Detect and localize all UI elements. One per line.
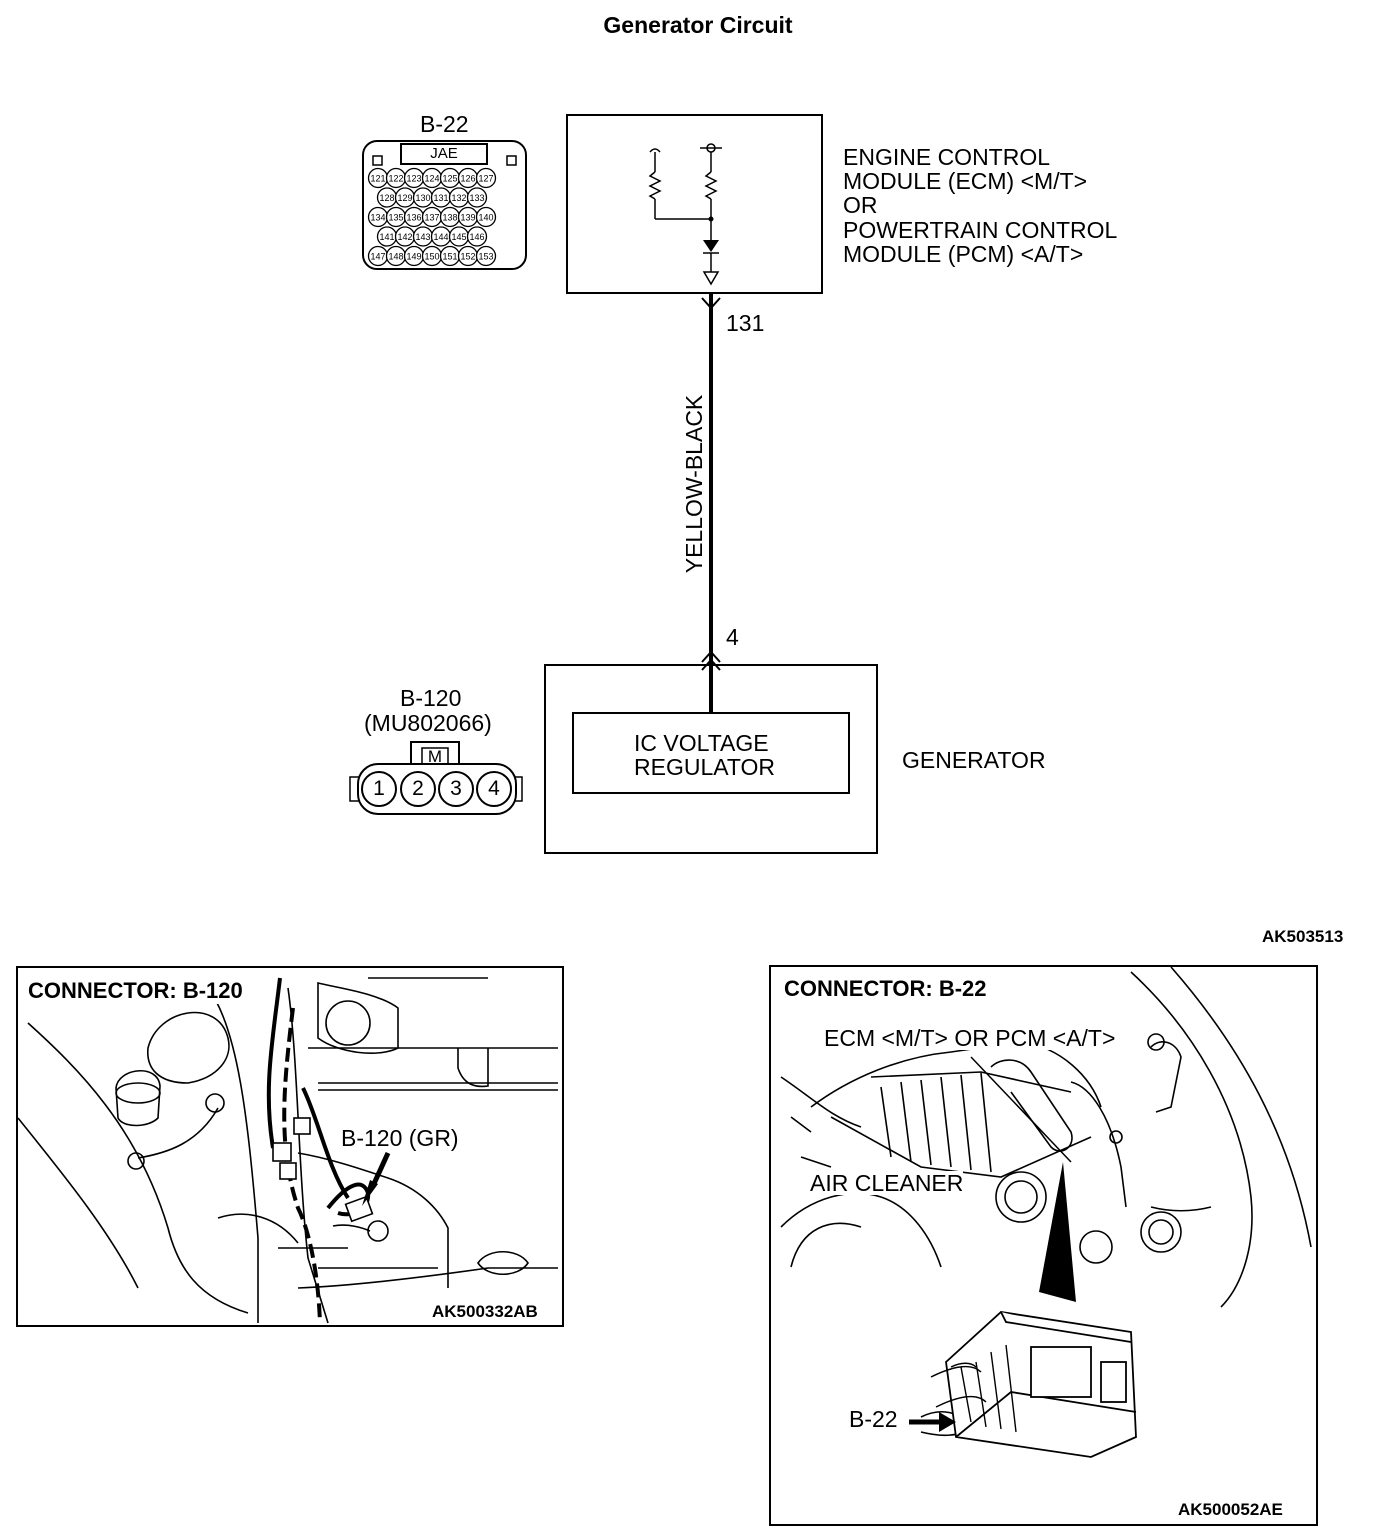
b22-callout: B-22 bbox=[849, 1406, 898, 1432]
regulator-label-line2: REGULATOR bbox=[634, 754, 776, 780]
b22-pin-label-146: 146 bbox=[469, 232, 484, 242]
b22-pin-label-123: 123 bbox=[406, 174, 421, 184]
ecm-label-line1: ENGINE CONTROL bbox=[843, 144, 1051, 170]
b22-pin-label-136: 136 bbox=[406, 213, 421, 223]
b22-pin-label-133: 133 bbox=[469, 193, 484, 203]
b22-pin-label-122: 122 bbox=[388, 174, 403, 184]
b22-pin-label-149: 149 bbox=[406, 252, 421, 262]
b22-pin-label-142: 142 bbox=[397, 232, 412, 242]
b22-pin-label-138: 138 bbox=[442, 213, 457, 223]
regulator-label-line1: IC VOLTAGE bbox=[634, 730, 769, 756]
b120-key-label: M bbox=[427, 747, 443, 766]
b22-pin-140 bbox=[475, 206, 497, 228]
b22-pin-label-147: 147 bbox=[370, 252, 385, 262]
b22-pin-label-144: 144 bbox=[433, 232, 448, 242]
b22-panel-title: CONNECTOR: B-22 bbox=[784, 976, 987, 1002]
ecm-box bbox=[566, 114, 823, 294]
ecm-label-line3: OR bbox=[843, 192, 878, 218]
b22-pin-label-143: 143 bbox=[415, 232, 430, 242]
generator-pin-number: 4 bbox=[726, 624, 739, 650]
b120-pin-4: 4 bbox=[488, 777, 500, 800]
b22-pin-label-126: 126 bbox=[460, 174, 475, 184]
ecm-pin-number: 131 bbox=[726, 310, 765, 336]
b22-pin-label-125: 125 bbox=[442, 174, 457, 184]
b120-callout: B-120 (GR) bbox=[341, 1125, 459, 1151]
b120-location-panel bbox=[16, 966, 564, 1327]
b22-pin-label-153: 153 bbox=[478, 252, 493, 262]
b22-panel-code: AK500052AE bbox=[1178, 1500, 1283, 1519]
b22-location-panel bbox=[769, 965, 1318, 1526]
b22-pin-label-152: 152 bbox=[460, 252, 475, 262]
b120-pin-1: 1 bbox=[373, 777, 385, 800]
ecm-label-line2: MODULE (ECM) <M/T> bbox=[843, 168, 1088, 194]
b22-pin-label-141: 141 bbox=[379, 232, 394, 242]
ecm-label-line4: POWERTRAIN CONTROL bbox=[843, 217, 1118, 243]
diagram-title: Generator Circuit bbox=[603, 12, 793, 38]
b22-pin-label-129: 129 bbox=[397, 193, 412, 203]
b22-pin-label-151: 151 bbox=[442, 252, 457, 262]
b120-part-number: (MU802066) bbox=[364, 710, 492, 736]
ecm-pcm-callout: ECM <M/T> OR PCM <A/T> bbox=[824, 1025, 1116, 1051]
b22-pin-127 bbox=[475, 167, 497, 189]
b22-pin-label-137: 137 bbox=[424, 213, 439, 223]
b22-connector-label: B-22 bbox=[420, 111, 469, 137]
b120-panel-code: AK500332AB bbox=[432, 1302, 538, 1321]
b22-pin-label-124: 124 bbox=[424, 174, 439, 184]
b22-pin-label-127: 127 bbox=[478, 174, 493, 184]
b22-pin-label-139: 139 bbox=[460, 213, 475, 223]
b22-pin-label-131: 131 bbox=[433, 193, 448, 203]
b22-pin-label-121: 121 bbox=[370, 174, 385, 184]
b22-pin-label-130: 130 bbox=[415, 193, 430, 203]
b120-connector-label: B-120 bbox=[400, 685, 462, 711]
b22-pin-label-128: 128 bbox=[379, 193, 394, 203]
b120-location-illustration bbox=[18, 977, 558, 1324]
b22-pin-146 bbox=[466, 226, 488, 247]
b22-pin-label-145: 145 bbox=[451, 232, 466, 242]
generator-box bbox=[544, 664, 878, 854]
b22-pin-label-134: 134 bbox=[370, 213, 385, 223]
b120-pin-3: 3 bbox=[450, 777, 462, 800]
b22-pin-153 bbox=[475, 245, 497, 267]
b22-pin-label-150: 150 bbox=[424, 252, 439, 262]
generator-label: GENERATOR bbox=[902, 747, 1046, 773]
b22-location-illustration bbox=[780, 967, 1312, 1458]
b22-pin-label-148: 148 bbox=[388, 252, 403, 262]
ecm-label-line5: MODULE (PCM) <A/T> bbox=[843, 241, 1084, 267]
ic-voltage-regulator-box bbox=[572, 712, 850, 794]
b120-pin-2: 2 bbox=[412, 777, 424, 800]
b120-panel-title: CONNECTOR: B-120 bbox=[28, 978, 243, 1004]
figure-code: AK503513 bbox=[1262, 927, 1344, 946]
b22-pin-133 bbox=[466, 187, 488, 208]
b22-pin-label-132: 132 bbox=[451, 193, 466, 203]
air-cleaner-callout: AIR CLEANER bbox=[810, 1170, 964, 1196]
b22-pin-label-135: 135 bbox=[388, 213, 403, 223]
b22-pin-label-140: 140 bbox=[478, 213, 493, 223]
b22-maker-label: JAE bbox=[430, 145, 458, 162]
